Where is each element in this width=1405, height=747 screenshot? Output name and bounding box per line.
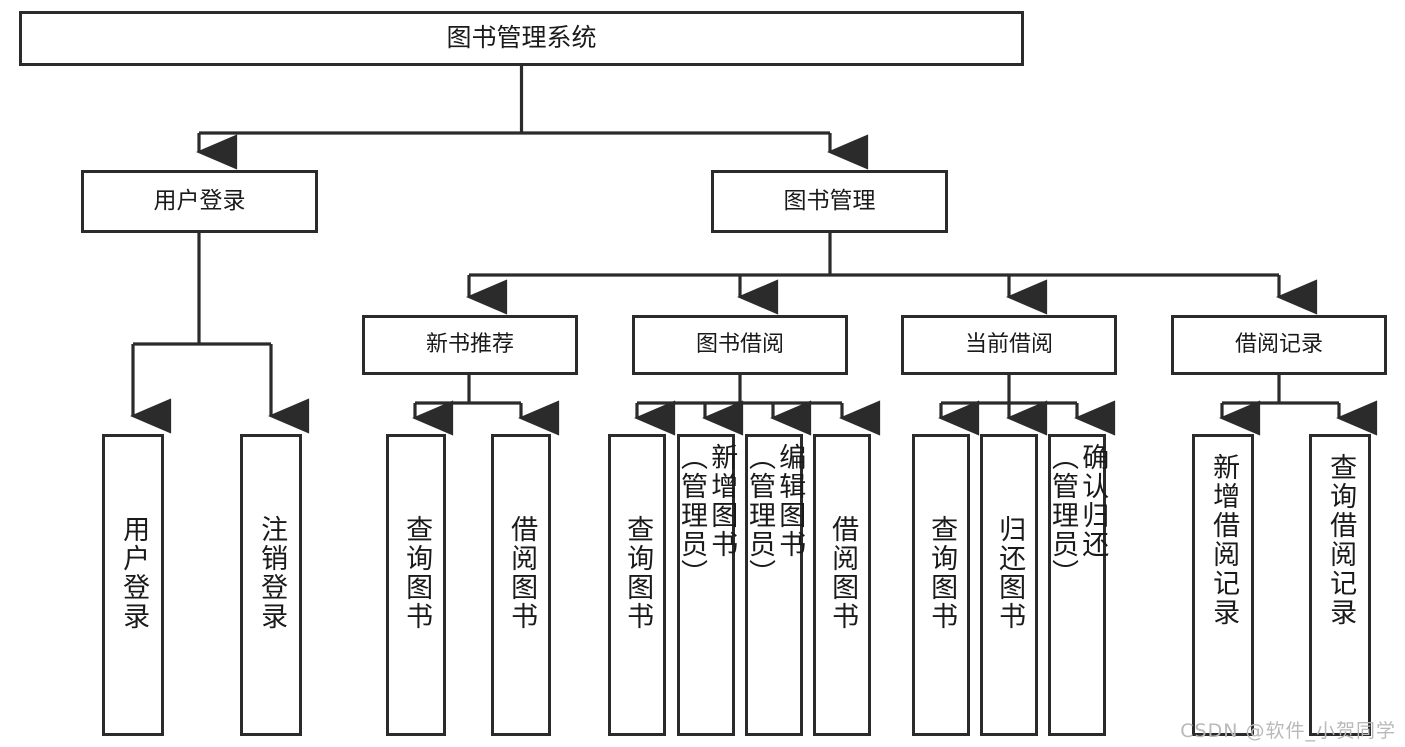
node-label: 借阅图书: [506, 515, 538, 631]
node-label: 确认归还 （管理员）: [1047, 443, 1109, 588]
node-label: 归还图书: [994, 515, 1026, 631]
node-label: 用户登录: [153, 188, 246, 215]
node-label: 查询图书: [622, 515, 654, 631]
node-user-login[interactable]: 用户登录: [81, 170, 318, 233]
node-label: 借阅图书: [827, 515, 859, 631]
node-label: 图书借阅: [695, 332, 784, 358]
node-label: 查询图书: [401, 515, 433, 631]
leaf-query-book-recommend[interactable]: 查询图书: [386, 434, 446, 736]
leaf-user-login[interactable]: 用户登录: [102, 434, 164, 736]
node-root-book-management-system[interactable]: 图书管理系统: [19, 11, 1024, 66]
node-borrow-record[interactable]: 借阅记录: [1171, 315, 1387, 375]
node-label: 借阅记录: [1234, 332, 1323, 358]
node-label: 新书推荐: [425, 332, 514, 358]
node-label: 查询借阅记录: [1325, 453, 1357, 627]
node-label: 查询图书: [926, 515, 958, 631]
leaf-logout[interactable]: 注销登录: [240, 434, 302, 736]
node-label: 编辑图书 （管理员）: [744, 443, 806, 588]
node-current-borrow[interactable]: 当前借阅: [901, 315, 1117, 375]
node-label: 新增借阅记录: [1208, 453, 1240, 627]
leaf-confirm-return-admin[interactable]: 确认归还 （管理员）: [1047, 434, 1109, 736]
node-label: 图书管理系统: [446, 23, 597, 53]
leaf-query-borrow-record[interactable]: 查询借阅记录: [1309, 434, 1371, 736]
leaf-query-book-borrow[interactable]: 查询图书: [608, 434, 666, 736]
leaf-return-book[interactable]: 归还图书: [980, 434, 1038, 736]
leaf-query-book-current[interactable]: 查询图书: [912, 434, 970, 736]
leaf-borrow-book-recommend[interactable]: 借阅图书: [491, 434, 551, 736]
node-label: 图书管理: [783, 188, 876, 215]
node-label: 当前借阅: [964, 332, 1053, 358]
node-book-borrow[interactable]: 图书借阅: [632, 315, 848, 375]
node-new-book-recommend[interactable]: 新书推荐: [362, 315, 578, 375]
node-label: 用户登录: [118, 515, 150, 631]
leaf-add-book-admin[interactable]: 新增图书 （管理员）: [676, 434, 738, 736]
node-book-management[interactable]: 图书管理: [711, 170, 948, 233]
node-label: 新增图书 （管理员）: [676, 443, 738, 588]
leaf-borrow-book[interactable]: 借阅图书: [813, 434, 871, 736]
node-label: 注销登录: [256, 515, 288, 631]
leaf-add-borrow-record[interactable]: 新增借阅记录: [1192, 434, 1254, 736]
csdn-watermark: CSDN @软件_小贺同学: [1180, 720, 1396, 742]
leaf-edit-book-admin[interactable]: 编辑图书 （管理员）: [744, 434, 806, 736]
